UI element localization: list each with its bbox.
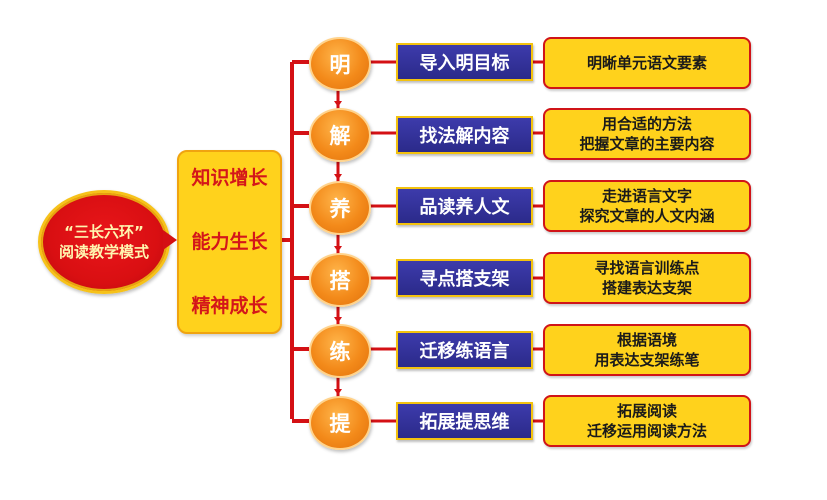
step-circle-ming: 明 (309, 37, 371, 91)
desc-box-ti: 拓展阅读 迁移运用阅读方法 (543, 395, 751, 447)
desc-box-lian: 根据语境 用表达支架练笔 (543, 324, 751, 376)
desc-line: 探究文章的人文内涵 (579, 207, 715, 225)
chain-arrow (334, 174, 342, 180)
root-arrow (163, 230, 177, 250)
pillar-ability: 能力生长 (191, 231, 268, 253)
root-model-node: “三长六环” 阅读教学模式 (38, 190, 170, 294)
root-title-line1: “三长六环” (64, 223, 144, 241)
desc-box-jie: 用合适的方法 把握文章的主要内容 (543, 108, 751, 160)
step-circle-lian: 练 (309, 324, 371, 378)
desc-line: 迁移运用阅读方法 (586, 422, 707, 440)
desc-line: 拓展阅读 (616, 402, 677, 420)
desc-line: 走进语言文字 (601, 187, 692, 205)
desc-box-yang: 走进语言文字 探究文章的人文内涵 (543, 180, 751, 232)
root-title-line2: 阅读教学模式 (58, 243, 149, 261)
growth-pillars-box: 知识增长 能力生长 精神成长 (177, 150, 282, 334)
step-circle-yang: 养 (309, 181, 371, 235)
desc-box-da: 寻找语言训练点 搭建表达支架 (543, 252, 751, 304)
desc-box-ming: 明晰单元语文要素 (543, 37, 751, 89)
method-box-jie: 找法解内容 (396, 116, 533, 154)
method-box-ming: 导入明目标 (396, 43, 533, 81)
desc-line: 根据语境 (616, 331, 677, 349)
pillar-spirit: 精神成长 (191, 295, 268, 317)
pillar-knowledge: 知识增长 (191, 167, 268, 189)
desc-line: 明晰单元语文要素 (586, 54, 707, 72)
chain-arrow (334, 317, 342, 323)
step-circle-da: 搭 (309, 253, 371, 307)
desc-line: 搭建表达支架 (601, 279, 692, 297)
step-circle-ti: 提 (309, 396, 371, 450)
chain-arrow (334, 101, 342, 107)
step-circle-jie: 解 (309, 108, 371, 162)
method-box-da: 寻点搭支架 (396, 259, 533, 297)
method-box-lian: 迁移练语言 (396, 331, 533, 369)
desc-line: 寻找语言训练点 (594, 259, 700, 277)
desc-line: 用表达支架练笔 (594, 351, 700, 369)
method-box-yang: 品读养人文 (396, 187, 533, 225)
chain-arrow (334, 389, 342, 395)
chain-arrow (334, 246, 342, 252)
method-box-ti: 拓展提思维 (396, 402, 533, 440)
desc-line: 把握文章的主要内容 (579, 135, 715, 153)
desc-line: 用合适的方法 (601, 115, 692, 133)
